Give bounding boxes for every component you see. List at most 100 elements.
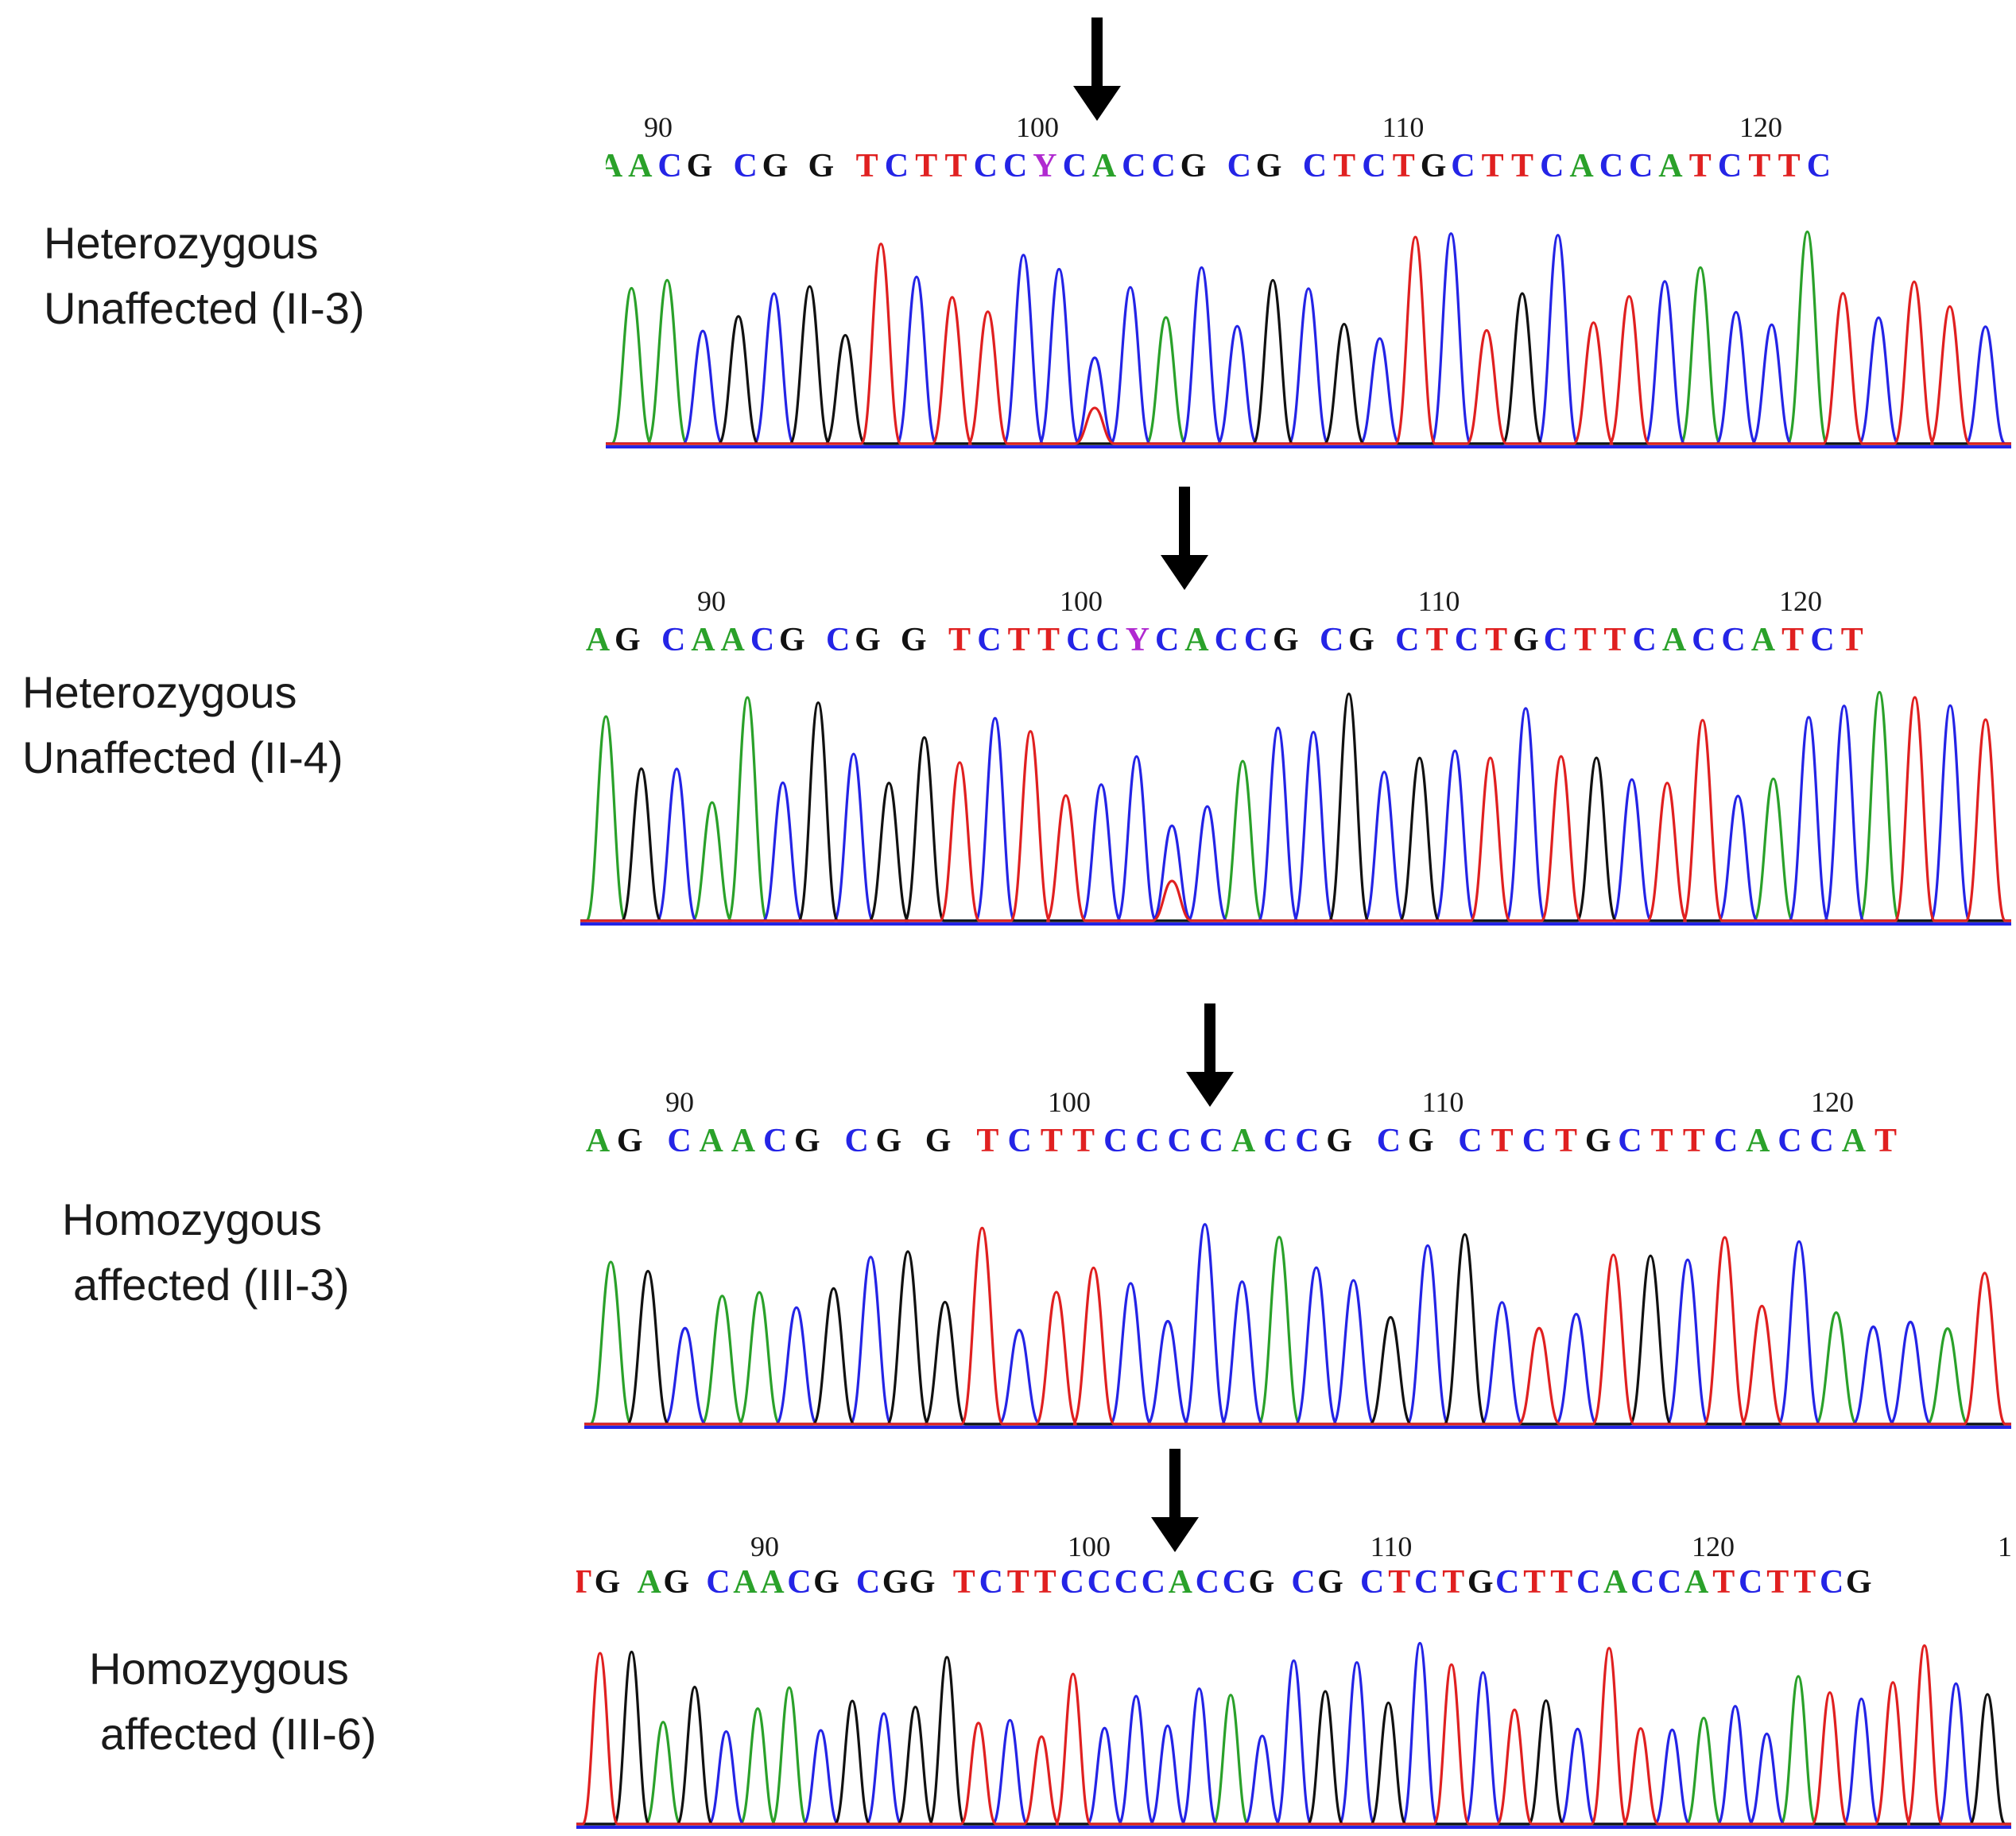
base-letter: A — [1603, 1564, 1628, 1601]
base-letter: G — [1585, 1123, 1611, 1159]
base-letter: C — [706, 1564, 730, 1601]
base-letter: C — [1718, 148, 1742, 184]
base-letter: Y — [1033, 148, 1056, 184]
base-letter: C — [787, 1564, 811, 1601]
trace-a — [584, 1236, 2011, 1426]
base-letter: T — [1388, 1564, 1410, 1601]
base-letter: G — [617, 1123, 643, 1159]
base-letter: C — [1540, 148, 1564, 184]
base-letter: A — [1231, 1123, 1256, 1159]
base-letter: C — [1003, 148, 1027, 184]
base-letter: A — [1569, 148, 1594, 184]
trace-c — [576, 1641, 2011, 1826]
position-number: 100 — [1016, 111, 1059, 143]
arrow-icon — [1186, 1003, 1234, 1107]
base-letter: T — [953, 1564, 975, 1601]
base-letter: G — [1408, 1123, 1434, 1159]
position-number: 110 — [1422, 1086, 1464, 1118]
base-letter: C — [1451, 148, 1475, 184]
base-letter: C — [1362, 148, 1386, 184]
base-letter: T — [1778, 148, 1801, 184]
position-number: 90 — [697, 585, 726, 617]
base-letter: T — [1008, 622, 1030, 658]
base-letter: C — [1007, 1123, 1031, 1159]
base-letter: G — [1256, 148, 1282, 184]
base-letter: T — [1874, 1123, 1897, 1159]
base-letter: G — [595, 1564, 621, 1601]
base-letter: C — [1115, 1564, 1138, 1601]
base-letter: T — [1712, 1564, 1735, 1601]
base-letter: C — [1263, 1123, 1287, 1159]
arrow-icon — [1151, 1449, 1199, 1552]
trace-t — [580, 696, 2011, 922]
base-letter: T — [1333, 148, 1355, 184]
base-letter: T — [1841, 622, 1863, 658]
base-letter: A — [638, 1564, 662, 1601]
base-letter: G — [882, 1564, 909, 1601]
base-letter: C — [1291, 1564, 1315, 1601]
base-letter: T — [976, 1123, 998, 1159]
base-letter: T — [1555, 1123, 1577, 1159]
base-letter: A — [586, 622, 611, 658]
base-letter: T — [1393, 148, 1415, 184]
base-letter: G — [901, 622, 927, 658]
position-number: 120 — [1692, 1531, 1735, 1562]
status-text: Unaffected (II-4) — [22, 732, 343, 782]
trace-a — [606, 230, 2011, 445]
base-letter: T — [1781, 622, 1804, 658]
base-letter: C — [1455, 622, 1479, 658]
base-letter: G — [855, 622, 881, 658]
base-letter: C — [1633, 622, 1657, 658]
trace-g — [576, 1650, 2011, 1826]
base-letter: C — [1629, 148, 1653, 184]
base-letter: C — [1820, 1564, 1843, 1601]
base-letter: C — [1458, 1123, 1482, 1159]
base-letter: G — [762, 148, 789, 184]
base-letter: T — [1041, 1123, 1063, 1159]
base-letter: C — [1063, 148, 1087, 184]
base-letter: A — [1746, 1123, 1770, 1159]
base-letter: C — [1227, 148, 1251, 184]
position-number: 110 — [1370, 1531, 1413, 1562]
genotype-text: Heterozygous — [22, 667, 297, 717]
base-letter: A — [1092, 148, 1117, 184]
base-letter: A — [760, 1564, 785, 1601]
base-letter: T — [1651, 1123, 1673, 1159]
position-number: 1 — [1998, 1531, 2012, 1562]
base-letter: C — [974, 148, 998, 184]
base-letter: T — [1511, 148, 1533, 184]
base-letter: G — [1421, 148, 1447, 184]
base-letter: G — [1317, 1564, 1343, 1601]
base-letter: C — [1721, 622, 1745, 658]
base-letter: G — [1273, 622, 1299, 658]
base-letter: C — [1714, 1123, 1738, 1159]
base-letter: T — [1550, 1564, 1572, 1601]
base-letter: A — [1658, 148, 1683, 184]
base-letter: G — [1326, 1123, 1352, 1159]
base-letter: A — [691, 622, 715, 658]
base-letter: G — [687, 148, 713, 184]
base-letter: C — [826, 622, 850, 658]
base-letter: C — [667, 1123, 691, 1159]
base-letter: G — [1467, 1564, 1494, 1601]
base-letter: T — [1523, 1564, 1545, 1601]
base-letter: C — [1544, 622, 1568, 658]
base-letter: C — [1155, 622, 1179, 658]
base-letter: C — [844, 1123, 868, 1159]
base-letter: T — [1491, 1123, 1514, 1159]
base-letter: C — [1295, 1123, 1319, 1159]
base-letter: C — [885, 148, 909, 184]
base-letter: C — [1522, 1123, 1546, 1159]
base-letter: C — [1778, 1123, 1801, 1159]
trace-t — [576, 1644, 2011, 1826]
base-letter: C — [1103, 1123, 1127, 1159]
base-letter: C — [1618, 1123, 1642, 1159]
base-letter: A — [1842, 1123, 1867, 1159]
base-letter: G — [1348, 622, 1374, 658]
base-letter: C — [1414, 1564, 1438, 1601]
